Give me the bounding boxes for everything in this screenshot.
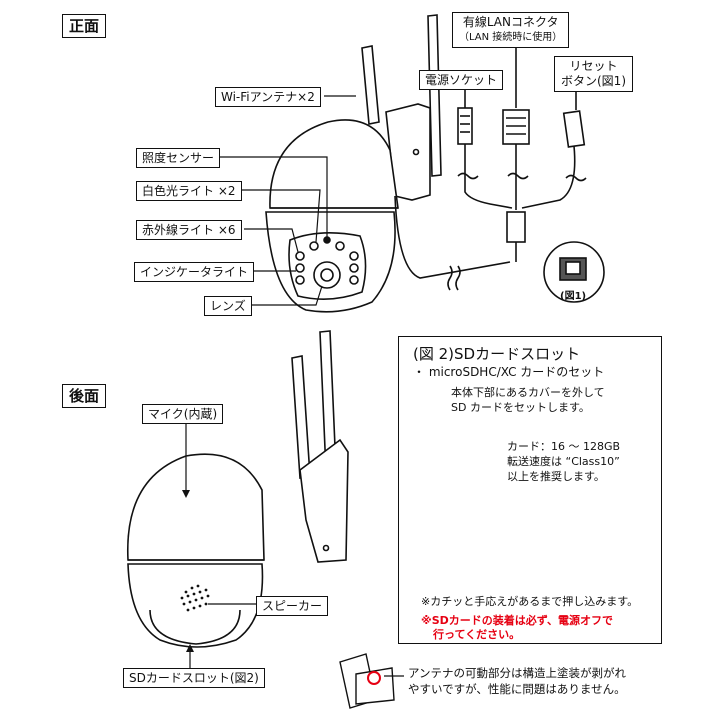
back-heading: 後面 [62, 384, 106, 408]
fig2-spec-1: カード：16 ～ 128GB [507, 439, 620, 454]
back-camera [128, 331, 348, 668]
label-sd-slot: SDカードスロット(図2) [123, 668, 265, 688]
front-heading: 正面 [62, 14, 106, 38]
label-lens: レンズ [204, 296, 252, 316]
back-dome [128, 454, 264, 560]
fig2-card-brand: micro SD [497, 555, 524, 562]
fig2-spec-3: 以上を推奨します。 [507, 469, 605, 484]
front-camera [266, 15, 510, 312]
reset-button-plug [564, 111, 585, 147]
label-mic: マイク(内蔵) [142, 404, 223, 424]
back-antenna-left [292, 356, 310, 478]
label-ir-light: 赤外線ライト ×6 [136, 220, 242, 240]
fig2-warning-1: ※SDカードの装着は必ず、電源オフで [421, 613, 613, 628]
front-antenna-left [362, 46, 379, 124]
front-cable [395, 196, 510, 278]
fig2-push-note: ※カチッと手応えがあるまで押し込みます。 [421, 594, 638, 609]
label-lan-connector: 有線LANコネクタ （LAN 接続時に使用） [452, 12, 569, 48]
front-dome [270, 120, 398, 208]
label-fig1: (図1) [560, 290, 586, 304]
label-light-sensor: 照度センサー [136, 148, 220, 168]
fig2-spec-2: 転送速度は “Class10” [507, 454, 620, 469]
label-power-socket: 電源ソケット [419, 70, 503, 90]
footnote-closeup [340, 654, 404, 708]
label-reset-line2: ボタン(図1) [561, 74, 626, 89]
label-reset-line1: リセット [561, 59, 626, 74]
label-indicator-light: インジケータライト [134, 262, 254, 282]
label-speaker: スピーカー [256, 596, 328, 616]
label-lan-title: 有線LANコネクタ [459, 15, 562, 30]
fig2-panel: (図 2)SDカードスロット ・ microSDHC/XC カードのセット 本体… [398, 336, 662, 644]
label-wifi-antenna: Wi-Fiアンテナ×2 [215, 87, 321, 107]
power-socket-plug [458, 108, 472, 144]
lan-connector-plug [503, 110, 529, 144]
fig2-title: (図 2)SDカードスロット [413, 345, 580, 363]
fig2-subtitle: ・ microSDHC/XC カードのセット [413, 365, 604, 380]
footnote-line2: やすいですが、性能に問題はありません。 [408, 682, 626, 697]
footnote-line1: アンテナの可動部分は構造上塗装が剥がれ [408, 666, 626, 681]
fig2-warning-2: 行ってください。 [433, 627, 520, 642]
label-lan-note: （LAN 接続時に使用） [459, 30, 562, 45]
label-white-light: 白色光ライト ×2 [136, 181, 242, 201]
fig2-instruction-2: SD カードをセットします。 [451, 400, 590, 415]
fig2-card-label: 32GB [519, 565, 543, 574]
back-head [128, 564, 262, 647]
fig2-instruction-1: 本体下部にあるカバーを外して [451, 385, 605, 400]
label-reset-button: リセット ボタン(図1) [554, 56, 633, 92]
